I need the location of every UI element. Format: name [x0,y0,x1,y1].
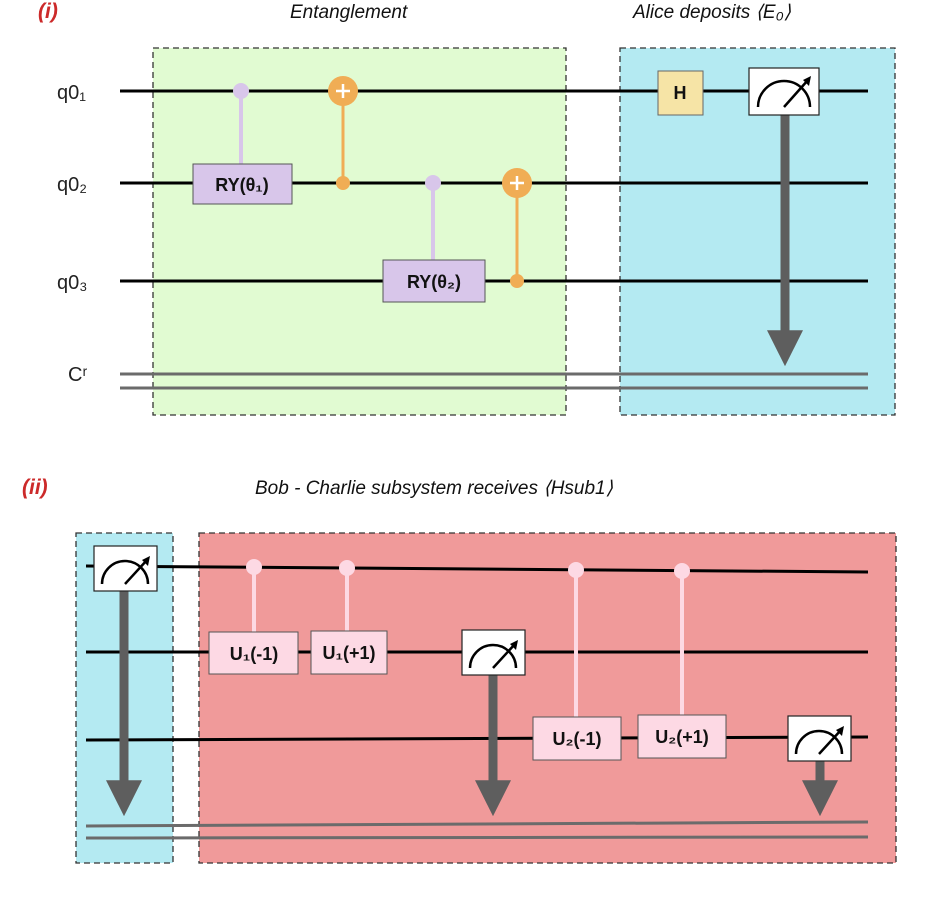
u1-minus-control-dot [246,559,262,575]
u1-plus-gate [310,630,388,675]
h-gate-label: H [674,83,687,103]
classical-wire-ii-bottom [85,835,869,840]
qubit-wire-ii-1 [85,564,869,574]
u2-minus-gate-label: U₂(-1) [553,729,602,749]
ry1-gate-label: RY(θ₁) [215,175,269,195]
qubit-label-2: q0₂ [57,174,87,196]
qubit-label-3: q0₃ [57,272,87,294]
panel-i-label: (i) [38,0,58,23]
panel-ii-label: (ii) [22,476,48,499]
classical-label: Cʳ [68,364,87,386]
alice-measure-gate [748,67,820,116]
measure3-meter-needle-icon [818,729,842,755]
ry2-control-dot [425,175,441,191]
measure1-meter-tip-icon [142,556,150,566]
bob-charlie-title: Bob - Charlie subsystem receives ⟨Hsub1⟩ [255,478,614,499]
u2-plus-control-dot [674,563,690,579]
u1-minus-gate-label: U₁(-1) [230,644,278,664]
u2-minus-gate [532,716,622,761]
ry1-gate [192,163,293,205]
u1-plus-control-dot [339,560,355,576]
alice-meter-arc-icon [756,79,812,108]
ry2-gate-label: RY(θ₂) [407,272,461,292]
u2-plus-gate [637,714,727,759]
entanglement-title: Entanglement [290,2,408,23]
u2-minus-control-dot [568,562,584,578]
ry1-control-dot [233,83,249,99]
measure2-meter-tip-icon [510,640,518,650]
measure3-meter-tip-icon [836,726,844,736]
alice-meter-needle-icon [783,79,809,108]
entanglement-region [152,47,567,416]
measure1-meter-arc-icon [100,559,150,585]
classical-wire-ii-top [85,820,869,828]
measure2-meter-arc-icon [468,643,518,669]
qubit-wire-ii-3 [85,735,869,742]
u2-plus-gate-label: U₂(+1) [655,727,709,747]
u1-plus-gate-label: U₁(+1) [323,643,376,663]
cnot1-control-dot [336,176,350,190]
ry2-gate [382,259,486,303]
measure2-meter-needle-icon [492,643,516,669]
bob-charlie-region [198,532,897,864]
alice-title: Alice deposits ⟨E₀⟩ [632,2,792,23]
alice-meter-tip-icon [803,76,811,86]
qubit-label-1: q0₁ [57,82,86,104]
measure1-meter-needle-icon [124,559,148,585]
h-gate [657,70,704,116]
measure3-meter-arc-icon [794,729,844,755]
u1-minus-gate [208,631,299,675]
cnot2-control-dot [510,274,524,288]
